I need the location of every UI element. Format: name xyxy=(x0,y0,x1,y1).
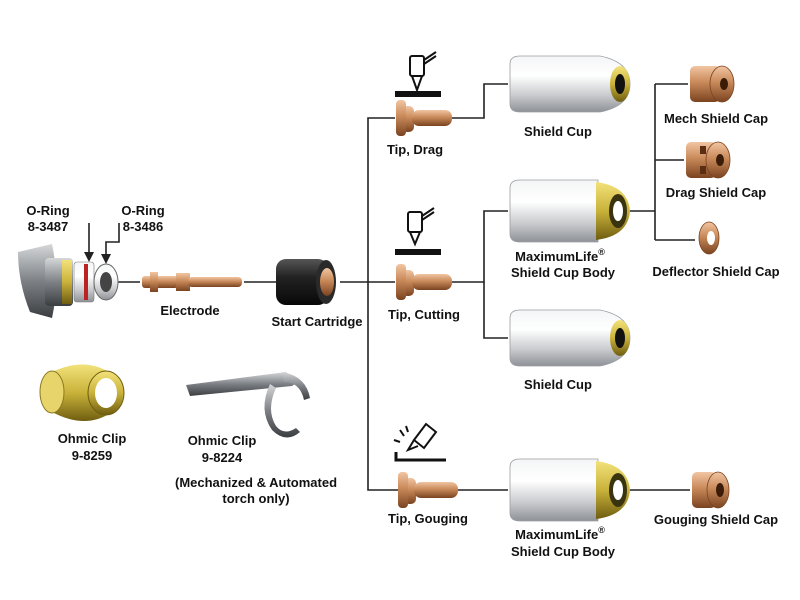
electrode xyxy=(142,272,242,292)
torch-head xyxy=(18,244,119,318)
deflector-shield-cap-label: Deflector Shield Cap xyxy=(652,264,779,279)
ohmic-clip-9-8259 xyxy=(39,364,125,421)
labels: O-Ring 8-3487 O-Ring 8-3486 Electrode St… xyxy=(26,111,779,559)
start-cartridge-label: Start Cartridge xyxy=(271,314,362,329)
maximumlife-1-label: MaximumLife® xyxy=(515,247,605,264)
o-ring-8-3487 xyxy=(62,260,72,304)
start-cartridge xyxy=(276,259,336,305)
maximumlife-shield-cup-body-1 xyxy=(509,179,630,243)
electrode-label: Electrode xyxy=(160,303,219,318)
maximumlife-shield-cup-body-2 xyxy=(509,458,630,522)
ohmic-clip-note-2: torch only) xyxy=(222,491,289,506)
tip-drag-label: Tip, Drag xyxy=(387,142,443,157)
oring-2-label: O-Ring xyxy=(121,203,164,218)
maximumlife-2-sublabel: Shield Cup Body xyxy=(511,544,616,559)
drag-shield-cap-label: Drag Shield Cap xyxy=(666,185,766,200)
ohmic-clip-note-1: (Mechanized & Automated xyxy=(175,475,337,490)
ohmic-clip-2-part: 9-8224 xyxy=(202,450,243,465)
gouging-shield-cap-label: Gouging Shield Cap xyxy=(654,512,778,527)
tip-gouging-label: Tip, Gouging xyxy=(388,511,468,526)
gouging-shield-cap xyxy=(692,471,730,509)
shield-cup-drag xyxy=(509,55,631,113)
ohmic-clip-2-label: Ohmic Clip xyxy=(188,433,257,448)
tip-gouging xyxy=(398,472,458,508)
o-ring-8-3486 xyxy=(84,264,88,300)
oring-1-label: O-Ring xyxy=(26,203,69,218)
tip-cutting-label: Tip, Cutting xyxy=(388,307,460,322)
mech-shield-cap xyxy=(690,65,735,103)
tip-cutting xyxy=(396,264,452,300)
tip-drag xyxy=(396,100,452,136)
mech-shield-cap-label: Mech Shield Cap xyxy=(664,111,768,126)
shield-cup-cutting xyxy=(509,309,631,367)
oring-2-part: 8-3486 xyxy=(123,219,163,234)
standoff-cutting-torch-icon xyxy=(395,207,441,255)
connector-lines xyxy=(84,83,695,491)
drag-shield-cap xyxy=(686,141,731,179)
gouging-torch-icon xyxy=(393,422,446,462)
oring-1-part: 8-3487 xyxy=(28,219,68,234)
maximumlife-1-sublabel: Shield Cup Body xyxy=(511,265,616,280)
ohmic-clip-1-part: 9-8259 xyxy=(72,448,112,463)
shield-cup-1-label: Shield Cup xyxy=(524,124,592,139)
deflector-shield-cap xyxy=(698,221,720,255)
maximumlife-2-label: MaximumLife® xyxy=(515,525,605,542)
shield-cup-2-label: Shield Cup xyxy=(524,377,592,392)
drag-cutting-torch-icon xyxy=(395,51,441,97)
ohmic-clip-1-label: Ohmic Clip xyxy=(58,431,127,446)
ohmic-clip-9-8224 xyxy=(186,372,310,438)
